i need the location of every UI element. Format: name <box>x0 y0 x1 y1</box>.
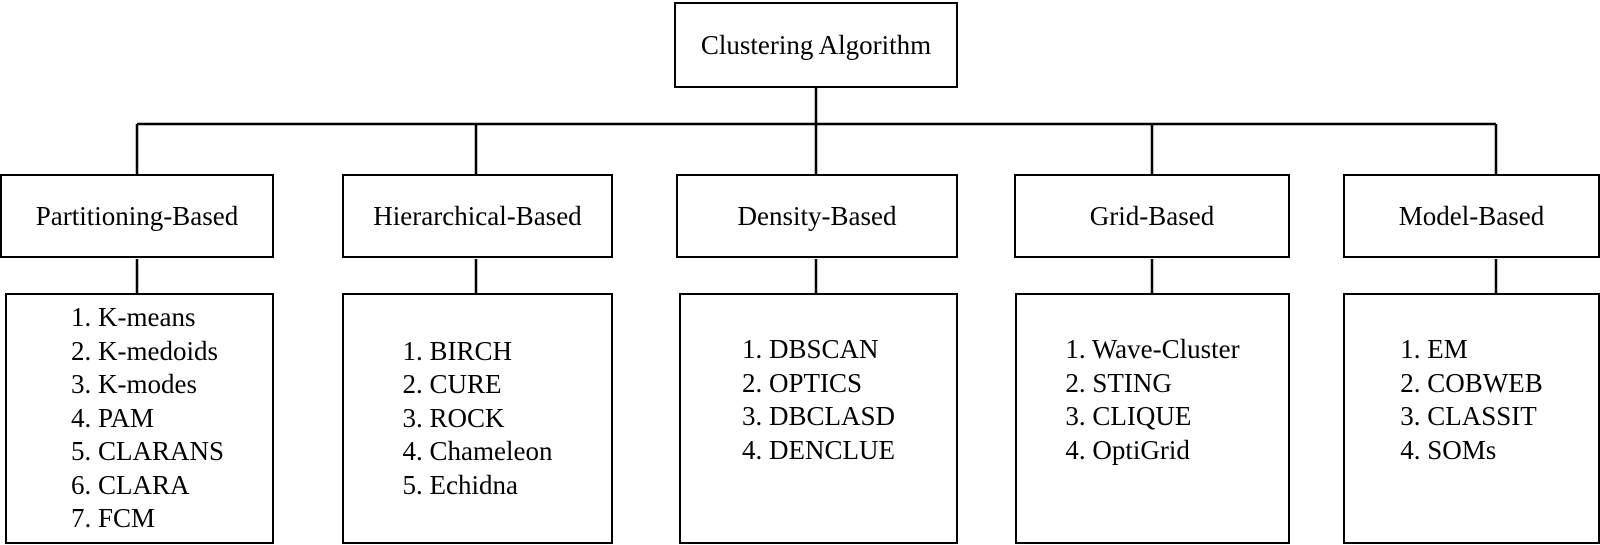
list-item: 3. CLIQUE <box>1065 401 1192 431</box>
list-item: 4. SOMs <box>1400 434 1497 465</box>
list-item: 1. BIRCH <box>402 335 513 366</box>
category-label: Partitioning-Based <box>35 200 239 231</box>
list-item: 4. Chameleon <box>402 436 553 467</box>
list-item: 3. ROCK <box>402 402 505 433</box>
category-label: Density-Based <box>737 200 897 231</box>
list-item: 2. COBWEB <box>1400 367 1543 398</box>
category-node-partitioning: Partitioning-Based <box>0 174 274 258</box>
list-item: 1. EM <box>1400 334 1468 364</box>
category-label: Grid-Based <box>1089 200 1215 231</box>
algorithm-list-density: 1. DBSCAN 2. OPTICS 3. DBCLASD 4. DENCLU… <box>679 293 958 544</box>
list-item: 1. Wave-Cluster <box>1065 334 1240 364</box>
list-item: 7. FCM <box>70 503 156 534</box>
algorithm-list-model: 1. EM 2. COBWEB 3. CLASSIT 4. SOMs <box>1343 293 1600 544</box>
list-item: 3. DBCLASD <box>741 401 896 431</box>
list-item: 4. OptiGrid <box>1065 434 1190 465</box>
root-node: Clustering Algorithm <box>674 2 958 88</box>
list-item: 1. DBSCAN <box>741 334 879 364</box>
list-item: 2. K-medoids <box>70 335 218 366</box>
list-item: 6. CLARA <box>70 469 190 500</box>
category-node-hierarchical: Hierarchical-Based <box>342 174 613 258</box>
algorithm-list-hierarchical: 1. BIRCH 2. CURE 3. ROCK 4. Chameleon 5.… <box>342 293 613 544</box>
list-item: 1. K-means <box>70 302 196 333</box>
list-item: 2. CURE <box>402 369 502 400</box>
list-item: 3. CLASSIT <box>1400 401 1537 431</box>
category-label: Hierarchical-Based <box>373 200 582 231</box>
list-item: 4. DENCLUE <box>741 434 895 465</box>
algorithm-list-grid: 1. Wave-Cluster 2. STING 3. CLIQUE 4. Op… <box>1015 293 1290 544</box>
list-item: 2. STING <box>1065 367 1172 398</box>
root-label: Clustering Algorithm <box>700 29 932 60</box>
category-node-density: Density-Based <box>676 174 958 258</box>
algorithm-list-partitioning: 1. K-means 2. K-medoids 3. K-modes 4. PA… <box>5 293 274 544</box>
list-item: 2. OPTICS <box>741 367 863 398</box>
category-node-grid: Grid-Based <box>1014 174 1290 258</box>
list-item: 5. Echidna <box>402 469 518 500</box>
list-item: 5. CLARANS <box>70 436 225 467</box>
list-item: 4. PAM <box>70 402 155 433</box>
category-node-model: Model-Based <box>1343 174 1600 258</box>
category-label: Model-Based <box>1398 200 1545 231</box>
list-item: 3. K-modes <box>70 369 197 400</box>
